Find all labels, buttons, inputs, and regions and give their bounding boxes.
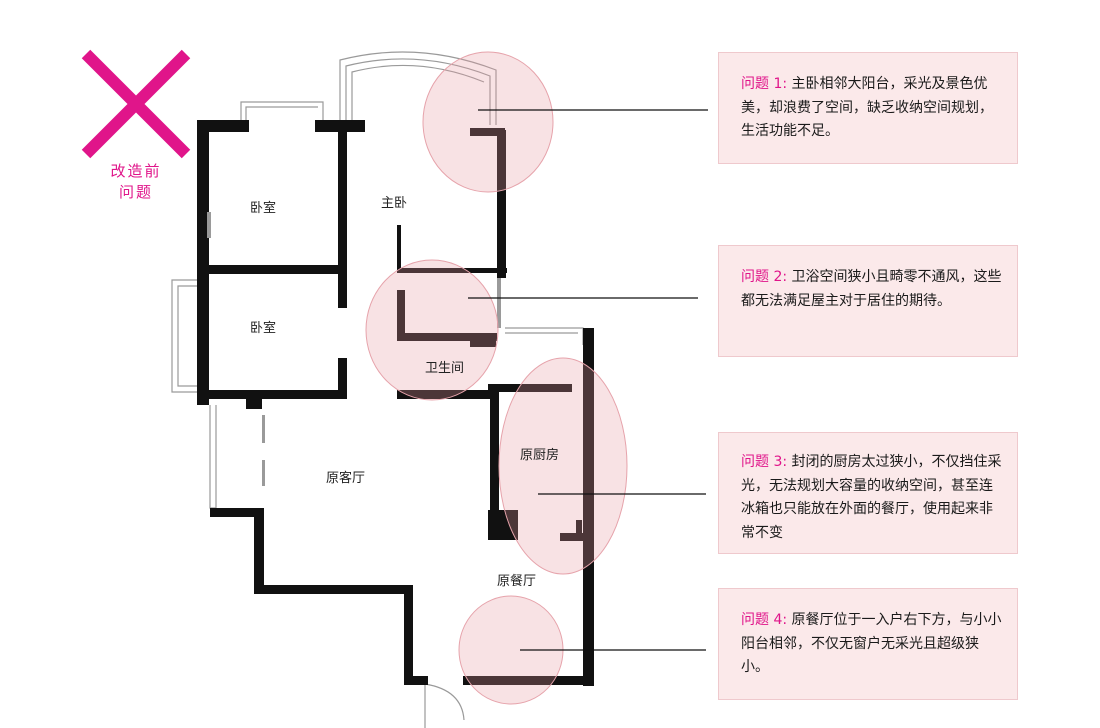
issue-box-4: 问题 4: 原餐厅位于一入户右下方，与小小阳台相邻，不仅无窗户无采光且超级狭小。 xyxy=(718,588,1018,700)
before-renovation-badge: 改造前 问题 xyxy=(80,48,192,202)
door-marks xyxy=(207,212,501,486)
leader-lines xyxy=(468,109,708,651)
room-bedroom-mid: 卧室 xyxy=(250,320,276,336)
issue-box-1: 问题 1: 主卧相邻大阳台，采光及景色优美，却浪费了空间，缺乏收纳空间规划，生活… xyxy=(718,52,1018,164)
highlight-1 xyxy=(422,51,554,193)
issue-box-2: 问题 2: 卫浴空间狭小且畸零不通风，这些都无法满足屋主对于居住的期待。 xyxy=(718,245,1018,357)
room-living: 原客厅 xyxy=(326,470,365,486)
issue-2-text: 卫浴空间狭小且畸零不通风，这些都无法满足屋主对于居住的期待。 xyxy=(741,269,1002,309)
issue-3-text: 封闭的厨房太过狭小，不仅挡住采光，无法规划大容量的收纳空间，甚至连冰箱也只能放在… xyxy=(741,454,1002,541)
room-bathroom: 卫生间 xyxy=(425,361,464,376)
balcony-outlines xyxy=(171,51,584,728)
issue-2-tag: 问题 2: xyxy=(741,269,788,285)
cross-icon xyxy=(81,49,191,159)
issue-3-tag: 问题 3: xyxy=(741,454,788,470)
problem-highlights xyxy=(365,51,628,705)
issue-box-3: 问题 3: 封闭的厨房太过狭小，不仅挡住采光，无法规划大容量的收纳空间，甚至连冰… xyxy=(718,432,1018,554)
room-bedroom-top: 卧室 xyxy=(250,200,276,216)
issue-1-text: 主卧相邻大阳台，采光及景色优美，却浪费了空间，缺乏收纳空间规划，生活功能不足。 xyxy=(741,76,993,139)
badge-label-line1: 改造前 xyxy=(110,162,162,180)
badge-label-line2: 问题 xyxy=(118,183,153,201)
highlight-3 xyxy=(498,357,628,575)
room-master-bedroom: 主卧 xyxy=(381,196,407,211)
issue-4-text: 原餐厅位于一入户右下方，与小小阳台相邻，不仅无窗户无采光且超级狭小。 xyxy=(741,612,1002,675)
room-kitchen: 原厨房 xyxy=(520,447,559,463)
room-dining: 原餐厅 xyxy=(497,573,536,589)
highlight-2 xyxy=(365,259,499,401)
issue-1-tag: 问题 1: xyxy=(741,76,788,92)
walls xyxy=(197,120,594,686)
issue-4-tag: 问题 4: xyxy=(741,612,788,628)
